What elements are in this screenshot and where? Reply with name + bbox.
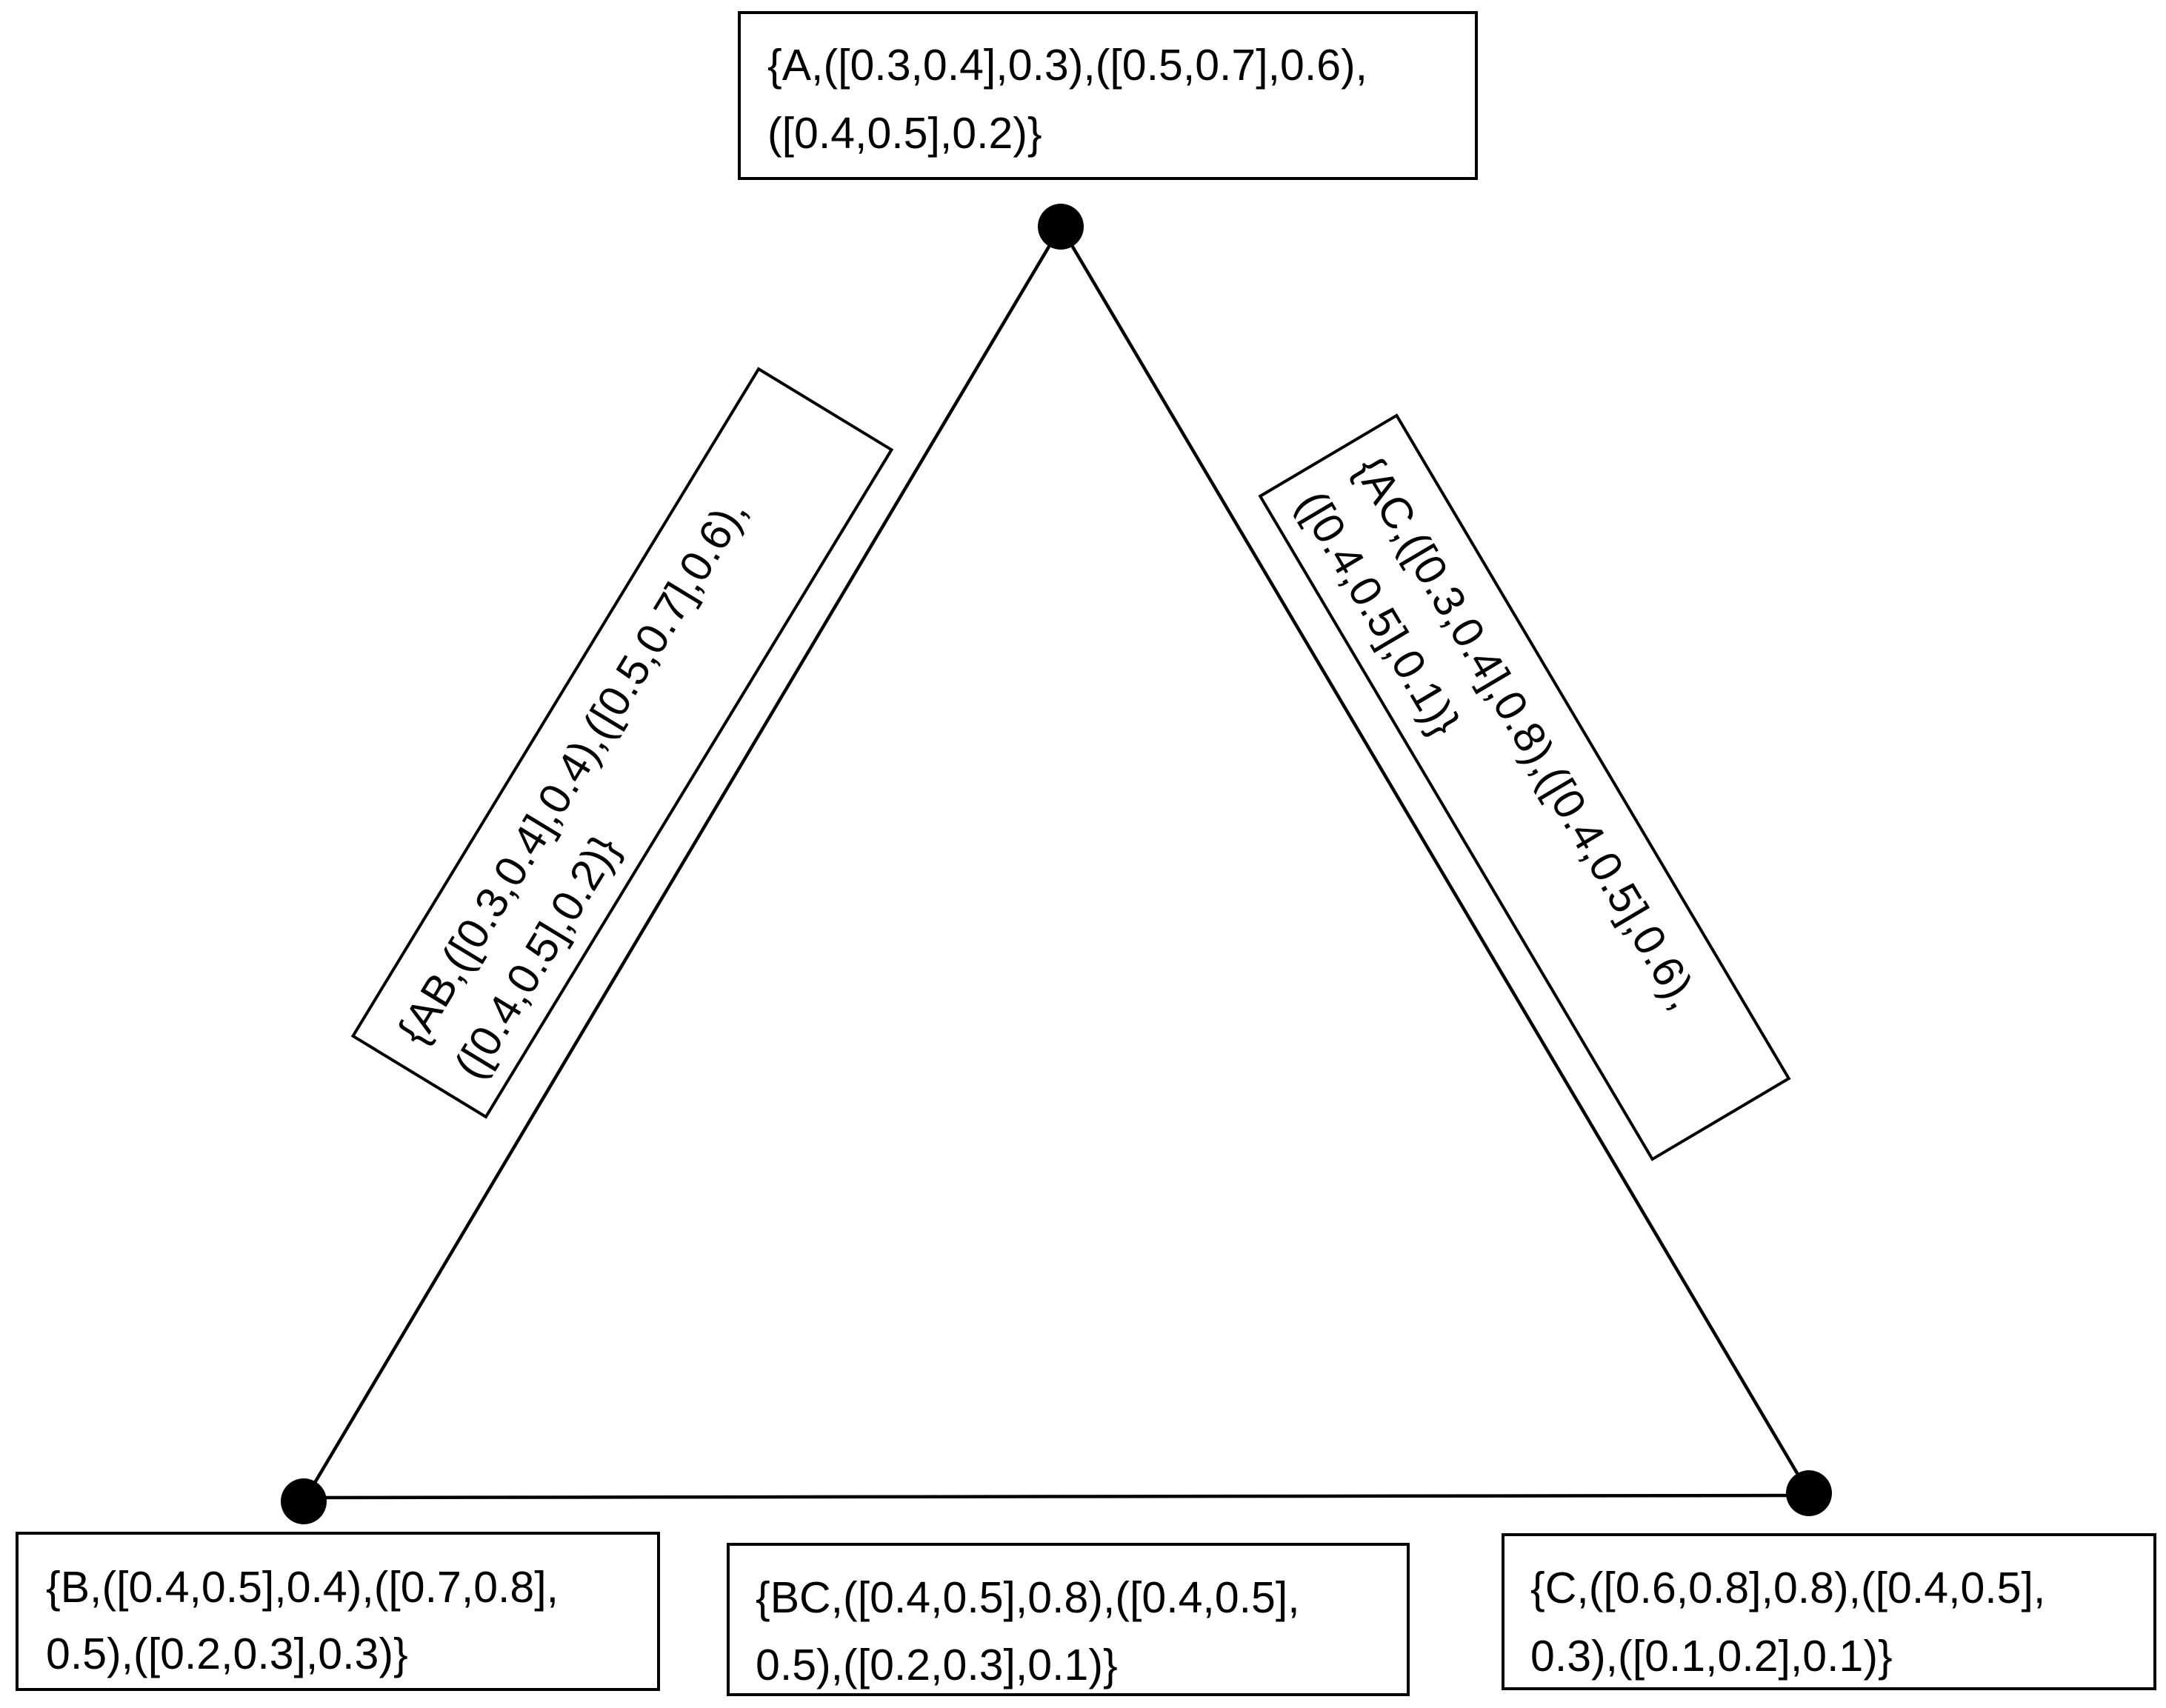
edge-ab-label: {AB,([0.3,0.4],0.4),([0.5,0.7],0.6), ([0… bbox=[350, 367, 894, 1119]
edge-ab-line bbox=[302, 225, 1062, 1503]
node-a-label-line-1: {A,([0.3,0.4],0.3),([0.5,0.7],0.6), bbox=[767, 41, 1367, 90]
edge-bc-label: {BC,([0.4,0.5],0.8),([0.4,0.5], 0.5),([0… bbox=[727, 1543, 1410, 1696]
node-c-label: {C,([0.6,0.8],0.8),([0.4,0.5], 0.3),([0.… bbox=[1502, 1533, 2156, 1690]
edge-ac-label: {AC,([0.3,0.4],0.8),([0.4,0.5],0.6), ([0… bbox=[1258, 413, 1791, 1161]
node-a-label-line-2: ([0.4,0.5],0.2)} bbox=[767, 109, 1042, 158]
edge-bc-label-line-1: {BC,([0.4,0.5],0.8),([0.4,0.5], bbox=[756, 1573, 1300, 1622]
edge-bc-label-line-2: 0.5),([0.2,0.3],0.1)} bbox=[756, 1641, 1118, 1689]
vertex-c[interactable] bbox=[1786, 1470, 1832, 1516]
node-c-label-line-1: {C,([0.6,0.8],0.8),([0.4,0.5], bbox=[1530, 1564, 2045, 1612]
edge-ac-line bbox=[1059, 225, 1810, 1495]
node-a-label: {A,([0.3,0.4],0.3),([0.5,0.7],0.6), ([0.… bbox=[738, 11, 1478, 180]
node-c-label-line-2: 0.3),([0.1,0.2],0.1)} bbox=[1530, 1632, 1893, 1681]
edge-bc-line bbox=[303, 1493, 1810, 1500]
node-b-label-line-1: {B,([0.4,0.5],0.4),([0.7,0.8], bbox=[46, 1563, 559, 1612]
vertex-a[interactable] bbox=[1038, 204, 1084, 250]
vertex-b[interactable] bbox=[281, 1478, 327, 1524]
node-b-label-line-2: 0.5),([0.2,0.3],0.3)} bbox=[46, 1629, 408, 1678]
node-b-label: {B,([0.4,0.5],0.4),([0.7,0.8], 0.5),([0.… bbox=[16, 1532, 660, 1691]
